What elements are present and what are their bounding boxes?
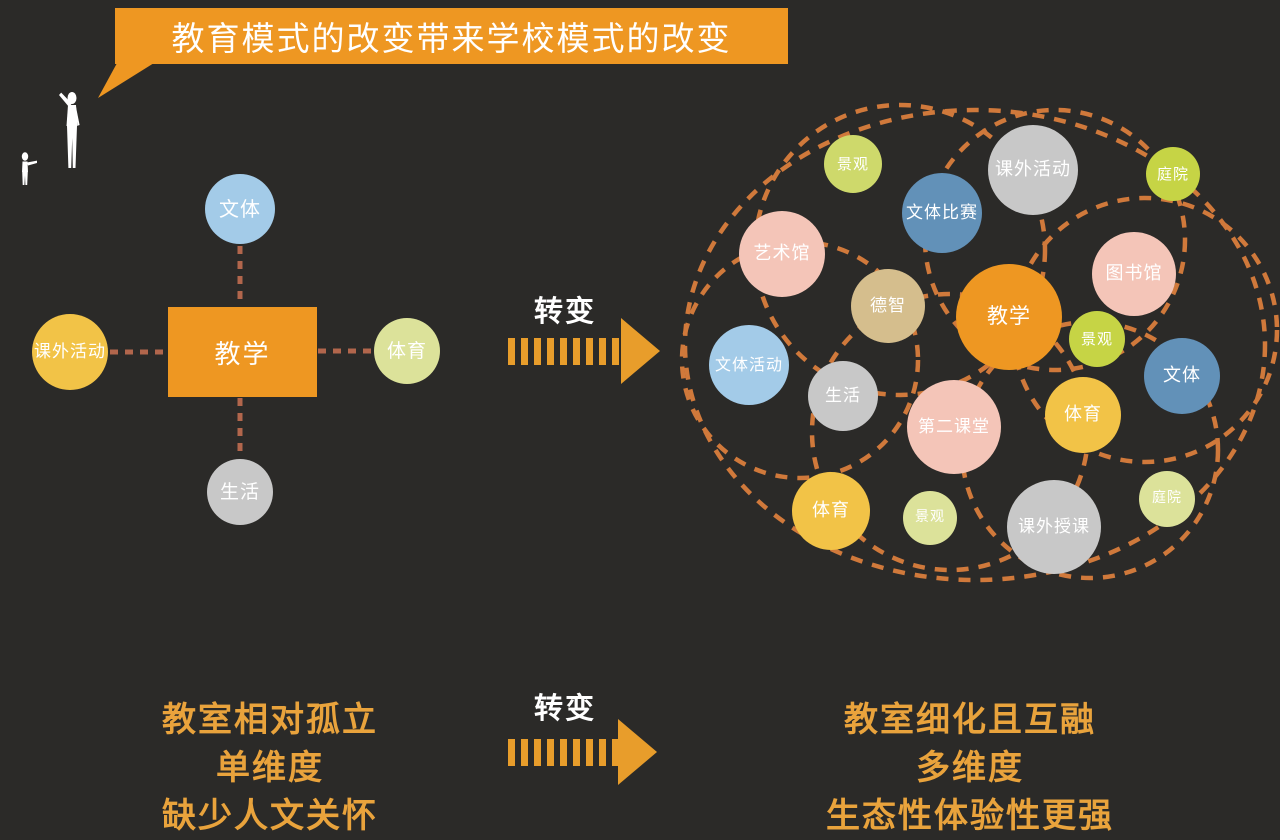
left-diagram-node: 体育	[374, 318, 440, 384]
cluster-node: 艺术馆	[739, 211, 825, 297]
caption-right: 教室细化且互融 多维度 生态性体验性更强	[790, 696, 1150, 840]
cluster-node: 课外授课	[1007, 480, 1101, 574]
teaching-rect-label: 教学	[214, 339, 271, 370]
cluster-node: 教学	[956, 264, 1062, 370]
caption-right-line1: 教室细化且互融	[844, 700, 1096, 740]
cluster-node: 德智	[851, 269, 925, 343]
transform-bottom-arrowhead	[618, 719, 657, 785]
left-diagram-connectors	[110, 246, 373, 457]
cluster-node: 生活	[808, 361, 878, 431]
caption-left-line1: 教室相对孤立	[162, 700, 378, 740]
left-diagram-node: 课外活动	[32, 314, 108, 390]
caption-left: 教室相对孤立 单维度 缺少人文关怀	[90, 696, 450, 840]
cluster-node: 景观	[824, 135, 882, 193]
transform-top-label: 转变	[533, 294, 596, 328]
cluster-node: 课外活动	[988, 125, 1078, 215]
caption-right-line2: 多维度	[916, 748, 1024, 788]
caption-right-line3: 生态性体验性更强	[826, 796, 1114, 836]
caption-left-line2: 单维度	[216, 748, 324, 788]
cluster-node: 体育	[792, 472, 870, 550]
cluster-node: 第二课堂	[907, 380, 1001, 474]
left-diagram-node: 文体	[205, 174, 275, 244]
cluster-node: 庭院	[1139, 471, 1195, 527]
cluster-node: 景观	[1069, 311, 1125, 367]
cluster-node: 景观	[903, 491, 957, 545]
child-silhouette-icon	[21, 152, 37, 185]
page-title: 教育模式的改变带来学校模式的改变	[171, 19, 732, 58]
cluster-node: 庭院	[1146, 147, 1200, 201]
cluster-node: 图书馆	[1092, 232, 1176, 316]
cluster-node: 文体比赛	[902, 173, 982, 253]
cluster-node: 体育	[1045, 377, 1121, 453]
transform-bottom-label: 转变	[533, 691, 596, 725]
transform-top-arrowhead	[621, 318, 660, 384]
transform-bottom-stripes	[508, 739, 618, 766]
left-diagram-node: 生活	[207, 459, 273, 525]
cluster-node: 文体活动	[709, 325, 789, 405]
transform-top-stripes	[508, 338, 620, 365]
teaching-rect-node: 教学	[168, 307, 317, 397]
title-banner: 教育模式的改变带来学校模式的改变	[115, 8, 788, 64]
caption-left-line3: 缺少人文关怀	[162, 796, 378, 836]
adult-silhouette-icon	[59, 92, 80, 168]
cluster-node: 文体	[1144, 338, 1220, 414]
people-silhouette-icon	[21, 92, 80, 185]
